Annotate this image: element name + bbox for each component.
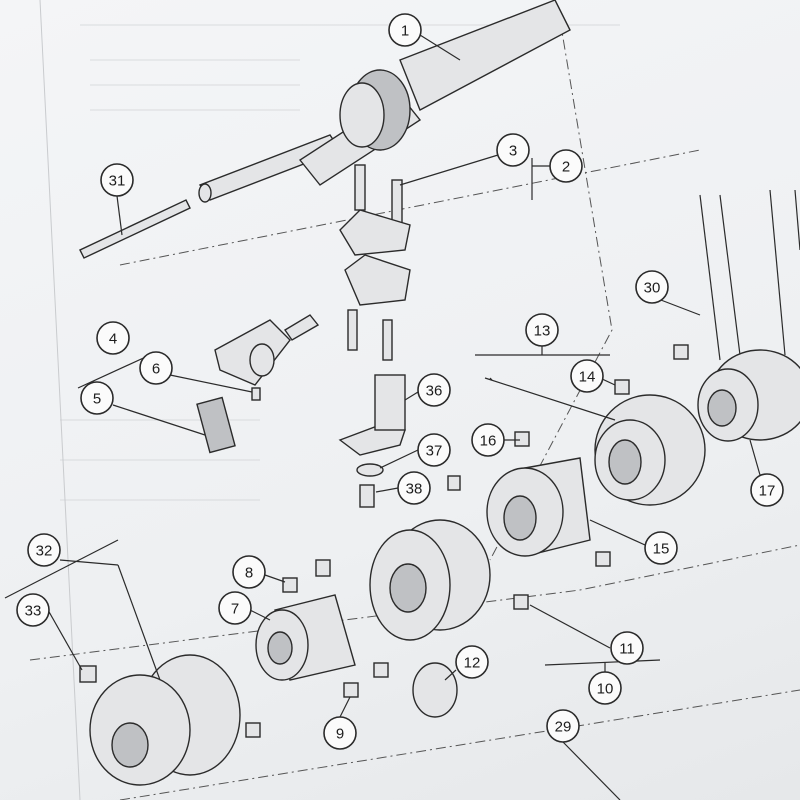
callout-label: 32: [36, 543, 53, 560]
callout-4: 4: [96, 321, 130, 355]
part-13-pulley: [594, 379, 706, 506]
part-1-shaft: [198, 0, 571, 203]
callout-38: 38: [397, 471, 431, 505]
callout-label: 37: [426, 443, 443, 460]
callout-10: 10: [588, 671, 622, 705]
callout-label: 30: [644, 280, 661, 297]
callout-label: 31: [109, 173, 126, 190]
callout-label: 33: [25, 603, 42, 620]
callout-label: 6: [152, 361, 160, 378]
callout-6: 6: [139, 351, 173, 385]
callout-label: 12: [464, 655, 481, 672]
assembly-boundary-bottom: [119, 689, 800, 800]
callout-label: 13: [534, 323, 551, 340]
callout-11: 11: [610, 631, 644, 665]
callout-label: 14: [579, 369, 596, 386]
part-32-pulley: [79, 654, 261, 786]
callout-1: 1: [388, 13, 422, 47]
callout-36: 36: [417, 373, 451, 407]
callout-2: 2: [549, 149, 583, 183]
callout-29: 29: [546, 709, 580, 743]
part-4-arm: [196, 314, 320, 454]
callout-label: 11: [619, 641, 635, 658]
part-7-coupling: [255, 559, 389, 698]
callout-32: 32: [27, 533, 61, 567]
callout-30: 30: [635, 270, 669, 304]
callout-label: 38: [406, 481, 423, 498]
page-edge: [39, 0, 81, 800]
callout-label: 3: [509, 143, 517, 160]
leader-lines: [47, 34, 761, 800]
part-31-rod: [79, 199, 191, 259]
axis-line: [119, 149, 701, 266]
callout-label: 7: [231, 601, 239, 618]
callout-12: 12: [455, 645, 489, 679]
part-36-bracket: [338, 374, 406, 508]
part-15-collar: [486, 431, 611, 567]
callout-9: 9: [323, 716, 357, 750]
callout-17: 17: [750, 473, 784, 507]
callout-label: 16: [480, 433, 497, 450]
callout-31: 31: [100, 163, 134, 197]
part-2-clamp: [339, 164, 411, 361]
callout-label: 9: [336, 726, 344, 743]
callout-label: 36: [426, 383, 443, 400]
callout-label: 2: [562, 159, 570, 176]
callout-5: 5: [80, 381, 114, 415]
callout-13: 13: [525, 313, 559, 347]
callout-label: 10: [597, 681, 614, 698]
callout-label: 5: [93, 391, 101, 408]
faint-background-table: [60, 24, 620, 501]
callout-15: 15: [644, 531, 678, 565]
callout-label: 8: [245, 565, 253, 582]
callout-label: 17: [759, 483, 776, 500]
part-11-pulley: [369, 475, 529, 641]
callout-3: 3: [496, 133, 530, 167]
part-12-ring: [412, 662, 458, 718]
callout-14: 14: [570, 359, 604, 393]
callout-label: 1: [401, 23, 409, 40]
callout-label: 4: [109, 331, 117, 348]
callout-16: 16: [471, 423, 505, 457]
callout-8: 8: [232, 555, 266, 589]
assembly-boundary-mid: [29, 544, 800, 661]
callout-37: 37: [417, 433, 451, 467]
callout-label: 15: [653, 541, 670, 558]
part-30-frame: [673, 189, 800, 442]
callout-7: 7: [218, 591, 252, 625]
callout-33: 33: [16, 593, 50, 627]
callout-label: 29: [555, 719, 572, 736]
